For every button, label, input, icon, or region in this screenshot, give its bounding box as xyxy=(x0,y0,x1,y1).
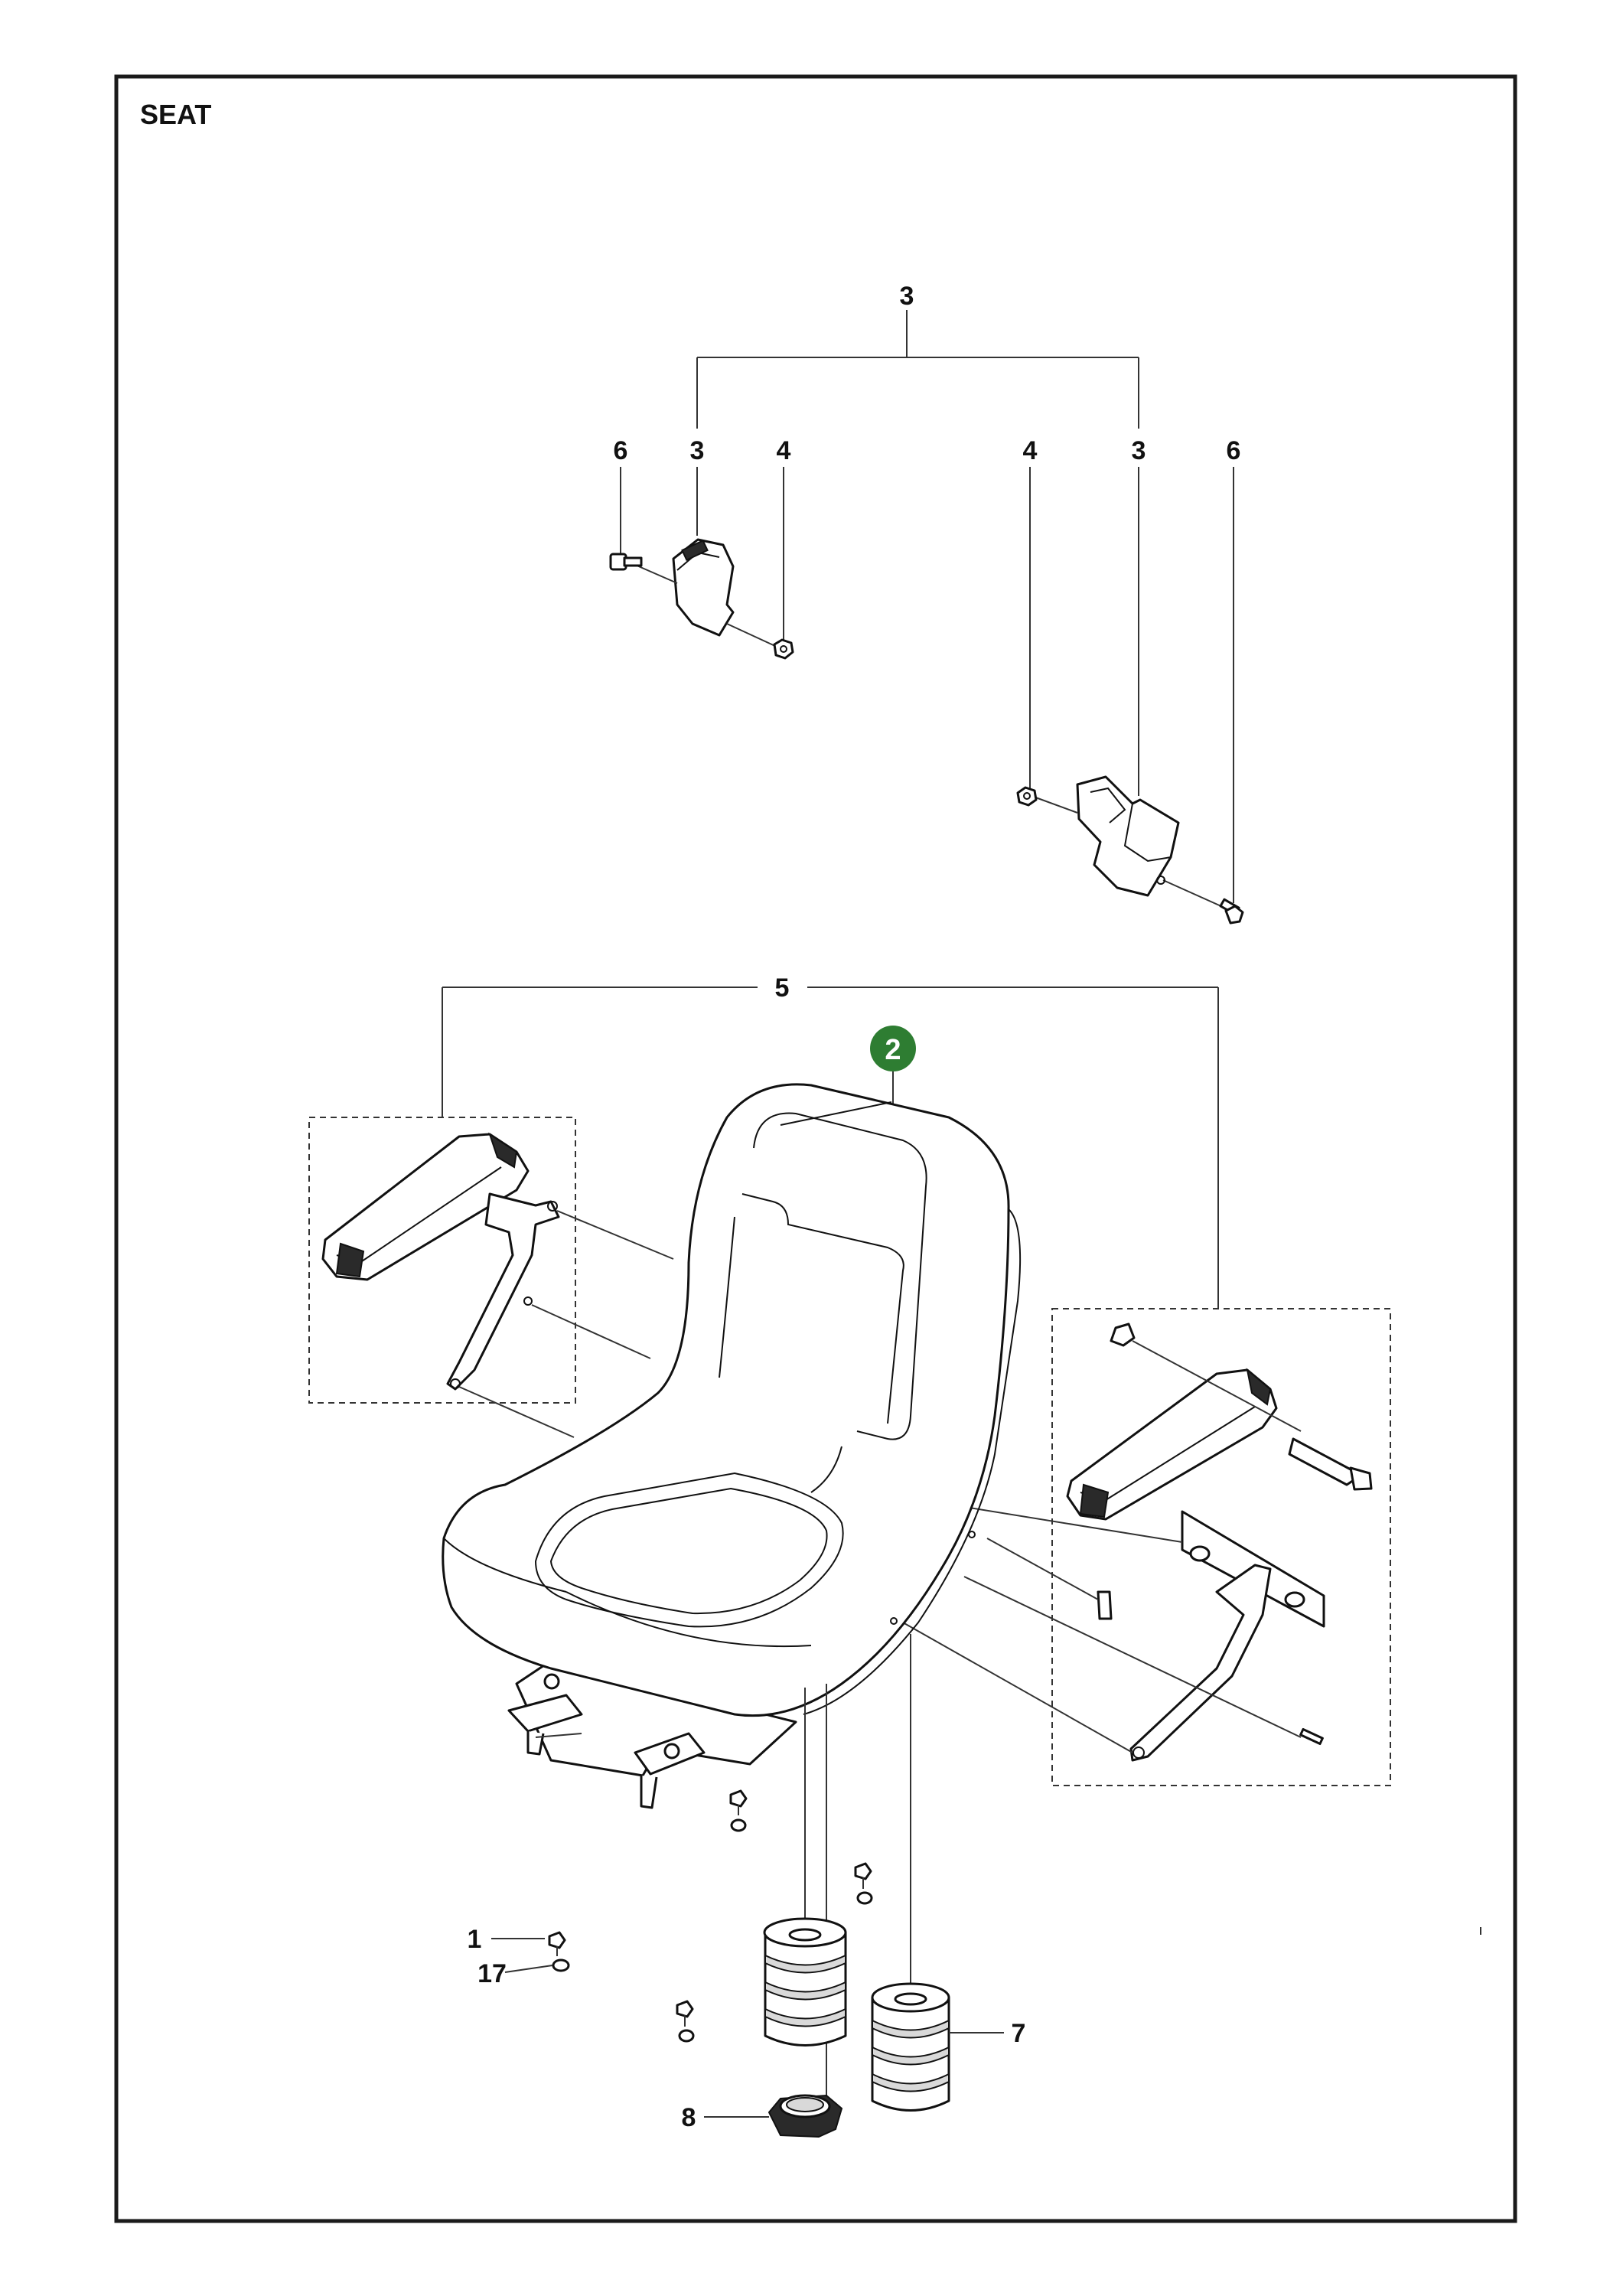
callout-8: 8 xyxy=(682,2103,696,2132)
callout-3-right: 3 xyxy=(1132,436,1146,465)
armrest-left xyxy=(321,1132,674,1438)
callout-6-right: 6 xyxy=(1227,436,1241,465)
callout-lines-armrest xyxy=(442,987,1219,1309)
bolts-washers xyxy=(548,1789,873,2043)
page-title: SEAT xyxy=(140,99,211,130)
bolt-6-left xyxy=(609,553,643,571)
callout-1: 1 xyxy=(468,1925,482,1954)
callout-5: 5 xyxy=(775,974,790,1003)
seat-belt-buckle-left xyxy=(634,538,777,647)
callout-7: 7 xyxy=(1012,2019,1026,2048)
callout-lines-belt xyxy=(620,310,1234,903)
seat-belt-buckle-right xyxy=(1031,775,1224,908)
callout-17: 17 xyxy=(477,1959,507,1988)
seat xyxy=(442,1083,1022,1809)
armrest-left-box xyxy=(308,1117,576,1404)
leader-lines xyxy=(491,1927,1481,2118)
bolt-6-right xyxy=(1219,898,1244,925)
isolator-left xyxy=(763,1917,847,2047)
highlight-badge xyxy=(870,1026,916,1071)
callout-4-left: 4 xyxy=(777,436,791,465)
callout-badge-2: 2 xyxy=(870,1026,916,1071)
nut-4-left xyxy=(773,638,794,660)
callout-3-top: 3 xyxy=(900,282,914,311)
callout-6-left: 6 xyxy=(614,436,628,465)
callout-3-left: 3 xyxy=(690,436,705,465)
nut-4-right xyxy=(1016,786,1038,807)
callout-2: 2 xyxy=(885,1034,901,1066)
callout-labels: 3 6 3 4 4 3 6 5 1 17 7 8 xyxy=(468,282,1241,2132)
callout-4-right: 4 xyxy=(1023,436,1038,465)
isolator-right xyxy=(871,1982,950,2112)
armrest-right xyxy=(902,1322,1373,1762)
seat-switch xyxy=(768,2094,843,2138)
diagram-frame xyxy=(114,74,1517,2223)
